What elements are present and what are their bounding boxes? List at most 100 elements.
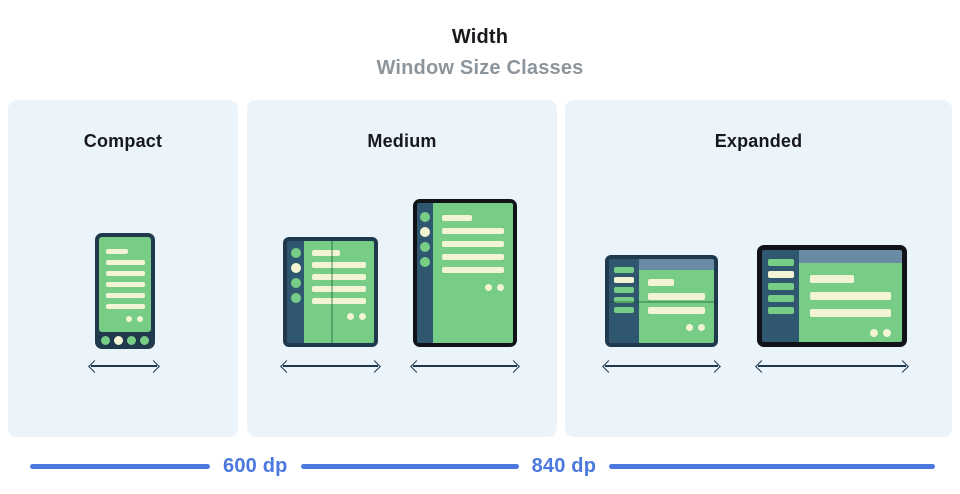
nav-dot-icon bbox=[290, 248, 301, 258]
content-line bbox=[648, 307, 705, 314]
content-line bbox=[442, 254, 504, 260]
content-line bbox=[442, 241, 504, 247]
menu-bar-icon bbox=[767, 271, 794, 278]
content-line bbox=[312, 250, 340, 256]
panel-expanded-label: Expanded bbox=[714, 131, 803, 151]
action-dot-icon bbox=[497, 284, 504, 291]
content-line bbox=[810, 275, 854, 283]
tablet-portrait-device-icon bbox=[413, 199, 517, 347]
action-dot-icon bbox=[359, 313, 366, 320]
action-dot-icon bbox=[485, 284, 492, 291]
desktop-device-icon bbox=[757, 245, 907, 347]
content-line bbox=[106, 304, 145, 309]
foldable-screen bbox=[304, 241, 374, 343]
foldable-screen bbox=[639, 270, 714, 343]
content-line bbox=[106, 260, 145, 265]
nav-rail bbox=[417, 203, 433, 343]
width-arrow-icon bbox=[602, 359, 721, 373]
nav-dot-icon bbox=[114, 336, 123, 345]
menu-rail bbox=[609, 259, 639, 343]
breakpoint-line-segment bbox=[300, 463, 519, 469]
menu-bar-icon bbox=[767, 307, 794, 314]
width-arrow-icon bbox=[755, 359, 909, 373]
nav-dot-icon bbox=[140, 336, 149, 345]
content-line bbox=[312, 274, 366, 280]
header: Width Window Size Classes bbox=[0, 26, 960, 80]
breakpoint-rule: 600 dp 840 dp bbox=[30, 455, 935, 477]
action-dot-icon bbox=[126, 316, 132, 322]
app-top-bar bbox=[799, 250, 902, 263]
content-line bbox=[106, 271, 145, 276]
panel-medium: Medium bbox=[247, 100, 557, 437]
menu-bar-icon bbox=[767, 283, 794, 290]
action-dots bbox=[312, 313, 366, 320]
content-line bbox=[312, 298, 366, 304]
app-main bbox=[799, 250, 902, 342]
content-line bbox=[442, 267, 504, 273]
panel-expanded: Expanded bbox=[565, 100, 952, 437]
action-dots bbox=[648, 324, 705, 331]
width-arrow-icon bbox=[280, 359, 381, 373]
nav-dot-icon bbox=[290, 293, 301, 303]
action-dot-icon bbox=[698, 324, 705, 331]
content-line bbox=[106, 249, 128, 254]
action-dot-icon bbox=[883, 329, 891, 337]
content-line bbox=[106, 293, 145, 298]
nav-dot-icon bbox=[290, 278, 301, 288]
panel-compact: Compact bbox=[8, 100, 238, 437]
page-title: Width bbox=[451, 26, 509, 48]
content-line bbox=[442, 228, 504, 234]
nav-dot-icon bbox=[290, 263, 301, 273]
action-dot-icon bbox=[870, 329, 878, 337]
foldable-portrait-device-icon bbox=[283, 237, 378, 347]
action-dots bbox=[442, 284, 504, 291]
menu-bar-icon bbox=[767, 295, 794, 302]
nav-dot-icon bbox=[420, 212, 430, 222]
content-line bbox=[312, 286, 366, 292]
page-subtitle: Window Size Classes bbox=[376, 57, 584, 79]
menu-bar-icon bbox=[614, 307, 634, 313]
menu-bar-icon bbox=[614, 267, 634, 273]
action-dots bbox=[810, 329, 891, 337]
menu-bar-icon bbox=[614, 277, 634, 283]
desktop-screen bbox=[799, 263, 902, 342]
menu-bar-icon bbox=[614, 287, 634, 293]
content-line bbox=[810, 292, 891, 300]
breakpoint-label-600dp: 600 dp bbox=[223, 454, 288, 477]
nav-dot-icon bbox=[420, 242, 430, 252]
action-dot-icon bbox=[137, 316, 143, 322]
phone-screen bbox=[99, 237, 151, 332]
phone-nav-bar bbox=[99, 332, 151, 349]
action-dot-icon bbox=[686, 324, 693, 331]
content-line bbox=[648, 279, 674, 286]
panel-compact-label: Compact bbox=[83, 131, 163, 151]
breakpoint-line-segment bbox=[609, 463, 935, 469]
nav-dot-icon bbox=[127, 336, 136, 345]
width-arrow-icon bbox=[88, 359, 160, 373]
fold-seam bbox=[609, 301, 714, 303]
fold-seam bbox=[330, 241, 333, 343]
tablet-screen bbox=[433, 203, 513, 343]
menu-bar-icon bbox=[767, 259, 794, 266]
nav-dot-icon bbox=[420, 257, 430, 267]
action-dots bbox=[106, 316, 145, 322]
action-dot-icon bbox=[347, 313, 354, 320]
breakpoint-line-segment bbox=[30, 463, 210, 469]
app-main bbox=[639, 259, 714, 343]
content-line bbox=[312, 262, 366, 268]
width-arrow-icon bbox=[410, 359, 520, 373]
content-line bbox=[106, 282, 145, 287]
nav-dot-icon bbox=[420, 227, 430, 237]
phone-device-icon bbox=[95, 233, 155, 349]
menu-bar-icon bbox=[614, 297, 634, 303]
nav-dot-icon bbox=[101, 336, 110, 345]
menu-rail bbox=[762, 250, 799, 342]
breakpoint-label-840dp: 840 dp bbox=[531, 454, 597, 477]
app-top-bar bbox=[639, 259, 714, 270]
panel-medium-label: Medium bbox=[367, 131, 437, 151]
foldable-landscape-device-icon bbox=[605, 255, 718, 347]
nav-rail bbox=[287, 241, 304, 343]
content-line bbox=[442, 215, 472, 221]
content-line bbox=[648, 293, 705, 300]
